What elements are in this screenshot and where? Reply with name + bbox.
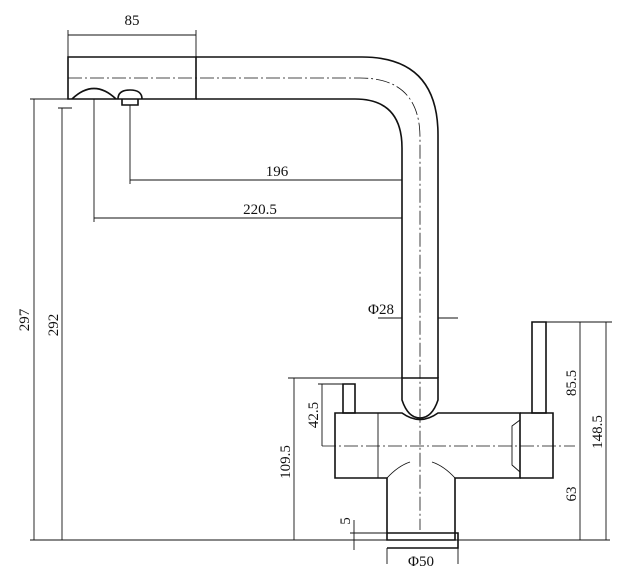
right-cartridge-step (511, 419, 521, 473)
dim-reach-outer: 220.5 (243, 202, 277, 218)
outlet-nozzle-small (117, 89, 143, 106)
dim-axis-to-base: 63 (564, 487, 580, 502)
valve-body (334, 412, 521, 541)
dim-spout-width: 85 (125, 13, 140, 29)
dimension-lines (30, 30, 612, 564)
dim-base-diameter: Φ50 (408, 554, 434, 570)
dim-handle-height: 85.5 (564, 370, 580, 396)
faucet-outline (67, 56, 554, 549)
dimension-labels: 85 196 220.5 Φ28 297 292 42.5 109.5 85.5… (17, 13, 606, 570)
dim-lever-height: 42.5 (306, 402, 322, 428)
dim-spout-diameter: Φ28 (368, 302, 394, 318)
dim-body-height: 148.5 (590, 415, 606, 449)
spout-centerline (68, 77, 421, 530)
dim-base-offset: 5 (338, 517, 354, 525)
dim-body-axis-height: 109.5 (278, 445, 294, 479)
center-lines (68, 77, 575, 530)
body-neck-right (431, 461, 456, 479)
spout-outer-contour (196, 56, 439, 378)
spout-head (67, 56, 197, 100)
right-lever (531, 321, 547, 414)
base-flange (387, 532, 459, 549)
right-cartridge (520, 412, 554, 479)
outlet-nozzle-large (71, 87, 117, 100)
dim-height-outlet: 292 (46, 314, 62, 337)
spout-inner-contour (196, 98, 403, 378)
left-lever (342, 383, 356, 414)
dim-reach-inner: 196 (266, 164, 289, 180)
dim-height-total: 297 (17, 308, 33, 331)
body-neck-left (386, 461, 411, 479)
